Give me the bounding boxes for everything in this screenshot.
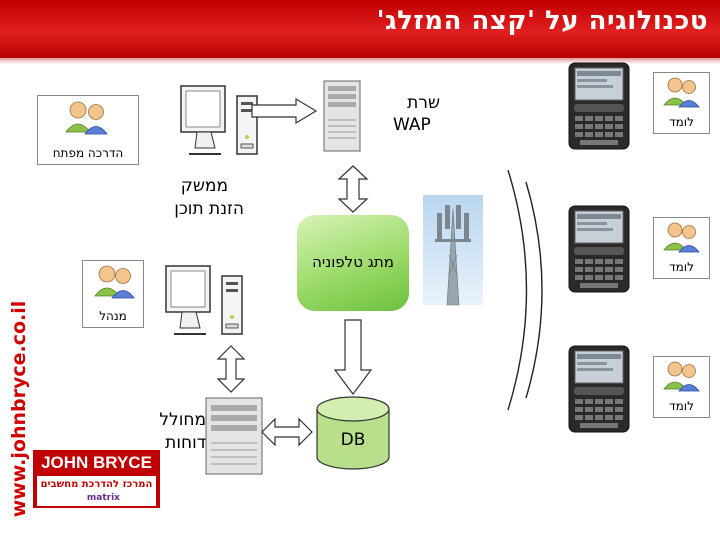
- logo-sub: matrix: [37, 493, 156, 506]
- telephony-switch: מתג טלפוניה: [297, 215, 409, 311]
- db-label: DB: [340, 430, 366, 450]
- logo-brand: JOHN BRYCE: [41, 453, 152, 472]
- side-url: www.johnbryce.co.il: [8, 300, 30, 518]
- telephony-switch-label: מתג טלפוניה: [312, 253, 394, 271]
- arrow-updown-icon: [337, 165, 369, 213]
- wap-server-label-line2: WAP: [393, 115, 431, 135]
- smartphone-icon: [568, 205, 630, 293]
- user-label-learner-1: לומד: [669, 115, 694, 129]
- server-icon: [323, 80, 361, 152]
- computer-icon: [180, 85, 258, 155]
- reports-label-line1: מחולל: [159, 410, 206, 430]
- smartphone-icon: [568, 345, 630, 433]
- user-label-open-learning: הדרכה מפתח: [52, 146, 124, 160]
- arrow-down-icon: [333, 319, 373, 395]
- antenna-tower-icon: [423, 195, 483, 306]
- user-label-learner-2: לומד: [669, 260, 694, 274]
- logo-sub-text: matrix: [86, 493, 120, 503]
- user-card-open-learning: הדרכה מפתח: [37, 95, 139, 165]
- computer-icon: [165, 265, 243, 335]
- john-bryce-logo: JOHN BRYCE המרכז להדרכת מחשבים matrix: [33, 450, 160, 508]
- user-label-learner-3: לומד: [669, 399, 694, 413]
- arrow-right-icon: [251, 97, 318, 125]
- users-icon: [663, 77, 700, 108]
- content-ui-label-line2: הזנת תוכן: [174, 199, 244, 219]
- smartphone-icon: [568, 62, 630, 150]
- title-bar: טכנולוגיה על 'קצה המזלג': [0, 0, 720, 64]
- arrow-updown-icon: [216, 345, 246, 393]
- user-card-manager: מנהל: [82, 260, 144, 328]
- wireless-waves-icon: [507, 169, 543, 411]
- user-label-manager: מנהל: [99, 309, 127, 323]
- logo-tagline: המרכז להדרכת מחשבים: [37, 476, 156, 494]
- server-icon: [205, 397, 263, 475]
- users-icon: [663, 361, 700, 392]
- slide-title: טכנולוגיה על 'קצה המזלג': [376, 6, 708, 36]
- users-icon: [94, 265, 135, 299]
- arrow-leftright-icon: [261, 417, 313, 447]
- user-card-learner-2: לומד: [653, 217, 710, 279]
- content-ui-label-line1: ממשק: [180, 176, 228, 196]
- database-icon: [316, 396, 390, 470]
- wap-server-label-line1: שרת: [407, 93, 440, 113]
- reports-label-line2: דוחות: [165, 433, 206, 453]
- users-icon: [663, 222, 700, 253]
- users-icon: [65, 101, 108, 135]
- user-card-learner-3: לומד: [653, 356, 710, 418]
- user-card-learner-1: לומד: [653, 72, 710, 134]
